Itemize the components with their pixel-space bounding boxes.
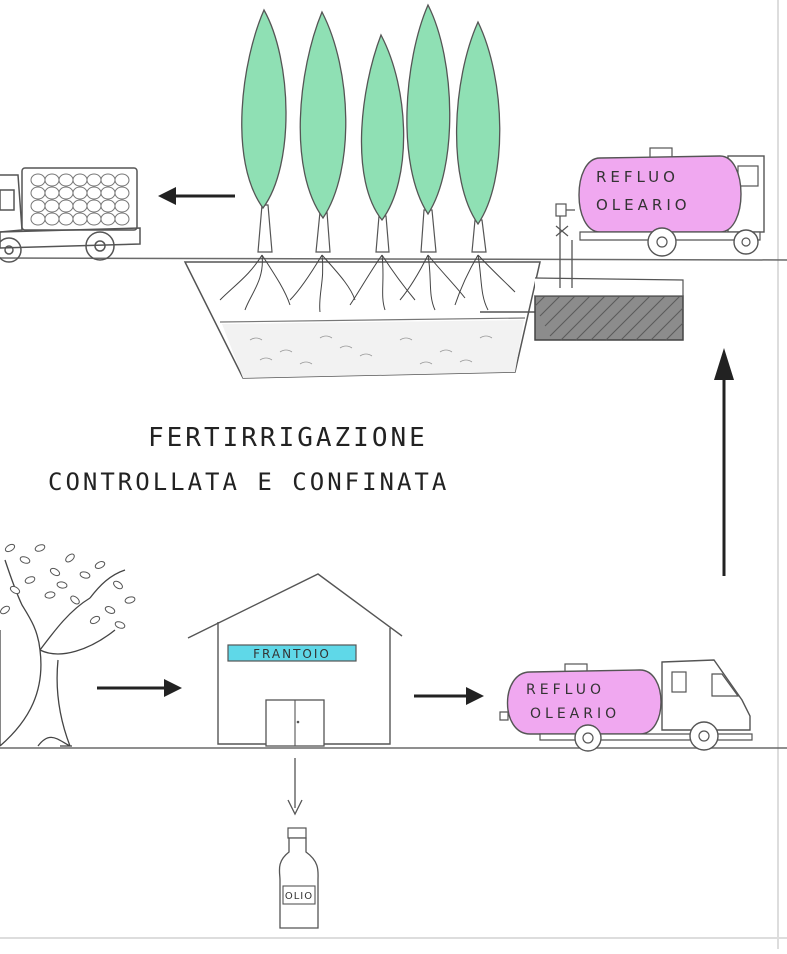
log-pile	[30, 173, 130, 226]
tanker-top-line1: REFLUO	[596, 168, 679, 186]
arrow-icon	[158, 187, 235, 205]
oil-mill-building-icon: FRANTOIO	[187, 573, 403, 747]
log-truck-icon	[0, 167, 141, 263]
top-ground-line	[0, 257, 787, 261]
arrow-icon	[414, 687, 484, 705]
mill-sign: FRANTOIO	[253, 647, 331, 661]
poplar-tree-icon	[241, 8, 287, 253]
diagram-title-line1: FERTIRRIGAZIONE	[148, 423, 428, 453]
arrow-icon	[97, 679, 182, 697]
diagram-title-line2: CONTROLLATA E CONFINATA	[48, 468, 449, 496]
poplar-tree-icon	[299, 10, 347, 253]
tanker-top-line2: OLEARIO	[596, 196, 691, 214]
tanker-truck-icon: REFLUO OLEARIO	[499, 659, 753, 752]
collection-tank	[534, 277, 684, 341]
confined-basin	[183, 254, 541, 379]
tanker-bottom-line2: OLEARIO	[530, 706, 620, 722]
poplar-tree-icon	[406, 3, 451, 253]
olive-tree-icon	[0, 543, 136, 747]
poplar-tree-icon	[455, 20, 501, 253]
bottle-label: OLIO	[285, 891, 313, 902]
arrow-icon	[287, 758, 303, 816]
tanker-bottom-line1: REFLUO	[526, 682, 605, 698]
poplar-tree-icon	[360, 33, 405, 253]
oil-bottle-icon: OLIO	[278, 827, 319, 929]
arrow-icon	[714, 348, 734, 576]
tanker-truck-icon: REFLUO OLEARIO	[555, 147, 765, 288]
